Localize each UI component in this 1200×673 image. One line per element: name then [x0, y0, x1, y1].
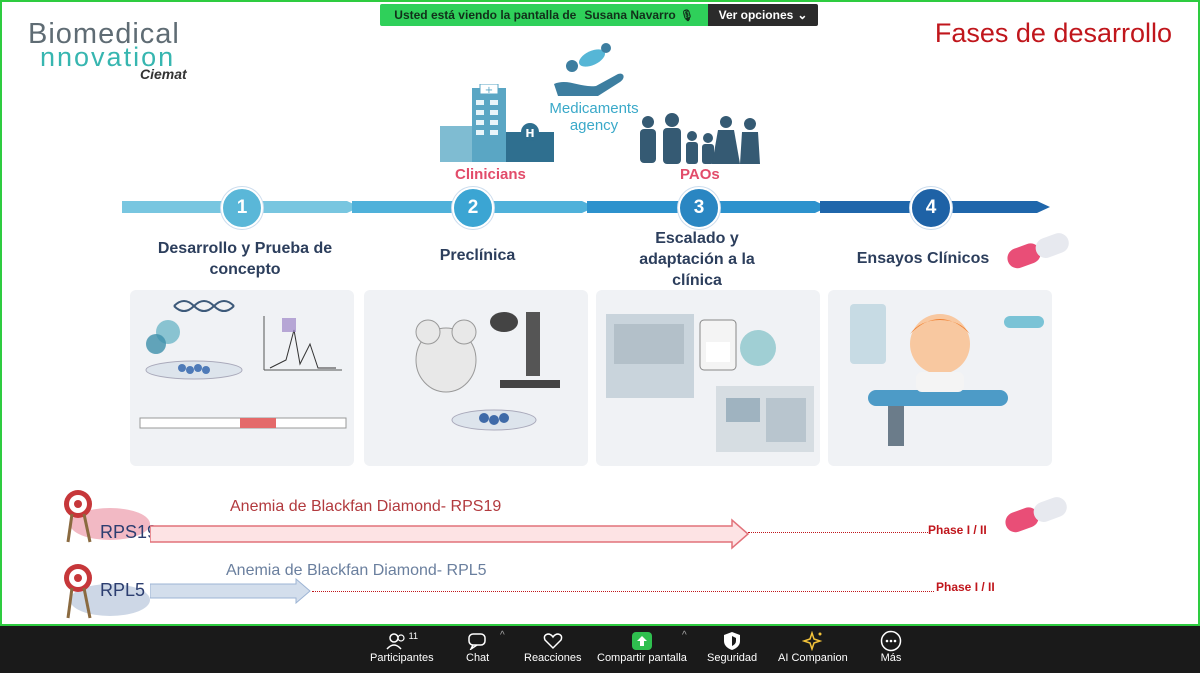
share-caret-icon[interactable]: ^ [682, 630, 687, 641]
capsule-icon [1007, 233, 1069, 269]
phase-title-2: Preclínica [439, 247, 516, 264]
share-screen-label: Compartir pantalla [597, 652, 687, 664]
target-icon-rpl5 [64, 564, 150, 619]
capsule-icon-2 [1005, 497, 1067, 533]
patient-boy-illustration [850, 304, 1044, 446]
progress-arrow-rpl5 [150, 578, 311, 604]
more-icon [880, 630, 902, 652]
gene-label-rps19: RPS19 [100, 522, 158, 542]
preclinical-illustration-card [364, 290, 588, 466]
clinicians-label: Clinicians [455, 166, 526, 183]
phase-title-3: Escalado y adaptación a la clínica [639, 230, 755, 289]
participants-button[interactable]: 11 Participantes [370, 630, 434, 664]
gene-label-rpl5: RPL5 [100, 580, 146, 600]
disease-label-rps19: Anemia de Blackfan Diamond- RPS19 [230, 498, 502, 515]
svg-text:H: H [525, 127, 534, 140]
dotted-line-rps19 [748, 532, 928, 533]
ai-companion-label: AI Companion [778, 652, 848, 664]
presenter-name: Susana Navarro [584, 8, 676, 22]
mouse-microscope-illustration [415, 312, 560, 431]
phase-title-4: Ensayos Clínicos [856, 250, 990, 267]
participants-label: Participantes [370, 652, 434, 664]
ai-companion-button[interactable]: AI Companion [778, 630, 848, 664]
disease-label-rpl5: Anemia de Blackfan Diamond- RPL5 [226, 562, 487, 579]
chat-button[interactable]: Chat [466, 630, 489, 664]
security-label: Seguridad [707, 652, 758, 664]
share-screen-button[interactable]: Compartir pantalla [597, 630, 687, 664]
phase-number-1: 1 [221, 187, 263, 229]
phase-number-4: 4 [910, 187, 952, 229]
viewing-text: Usted está viendo la pantalla de [394, 8, 577, 22]
paos-label: PAOs [680, 166, 720, 183]
logo-line-2: nnovation [40, 42, 176, 72]
phase-number-3: 3 [678, 187, 720, 229]
clean-room-lab-photo [606, 314, 814, 452]
view-options-button[interactable]: Ver opciones ⌄ [708, 4, 818, 26]
shield-icon [721, 630, 743, 652]
phase-status-rpl5: Phase I / II [936, 580, 995, 594]
dotted-line-rpl5 [312, 591, 934, 592]
chevron-down-icon: ⌄ [797, 8, 808, 22]
security-button[interactable]: Seguridad [707, 630, 757, 664]
more-button[interactable]: Más [880, 630, 902, 664]
slide-title: Fases de desarrollo [934, 18, 1172, 48]
medicine-hand-icon [554, 43, 624, 96]
logo-line-3: Ciemat [140, 66, 187, 82]
progress-arrow-rps19 [150, 518, 750, 550]
patients-family-icon [640, 113, 760, 164]
viewing-screen-notice: Usted está viendo la pantalla de Susana … [380, 4, 708, 26]
heart-icon [542, 630, 564, 652]
target-icon-rps19 [64, 490, 150, 543]
logo-line-1: Biomedical [28, 18, 180, 50]
participants-count: 11 [408, 631, 418, 641]
chat-label: Chat [466, 652, 490, 664]
chat-icon [467, 630, 489, 652]
medicaments-agency-label: Medicaments agency [549, 100, 639, 134]
participants-icon: 11 [386, 630, 418, 652]
shared-slide: Biomedical nnovation Ciemat Fases de des… [0, 0, 1200, 626]
hospital-icon: + H [440, 84, 554, 162]
phase-title-1: Desarrollo y Prueba de concepto [157, 240, 333, 278]
mic-muted-icon: 🎙 [679, 9, 694, 22]
svg-text:+: + [485, 85, 493, 96]
sparkle-icon [801, 630, 824, 652]
screen-share-banner: Usted está viendo la pantalla de Susana … [380, 4, 818, 26]
more-label: Más [880, 652, 902, 664]
reactions-label: Reacciones [524, 652, 582, 664]
chat-caret-icon[interactable]: ^ [500, 630, 505, 641]
dna-virus-chart-illustration [139, 300, 347, 429]
lab-photo-card [596, 290, 820, 466]
clinical-illustration-card [828, 290, 1052, 466]
phase-number-2: 2 [452, 187, 494, 229]
phase-status-rps19: Phase I / II [928, 523, 987, 537]
meeting-toolbar: 11 Participantes Chat ^ Reacciones Compa… [0, 626, 1200, 673]
reactions-button[interactable]: Reacciones [524, 630, 581, 664]
research-illustration-card [130, 290, 354, 466]
view-options-label: Ver opciones [718, 8, 794, 22]
share-screen-icon [631, 630, 653, 652]
